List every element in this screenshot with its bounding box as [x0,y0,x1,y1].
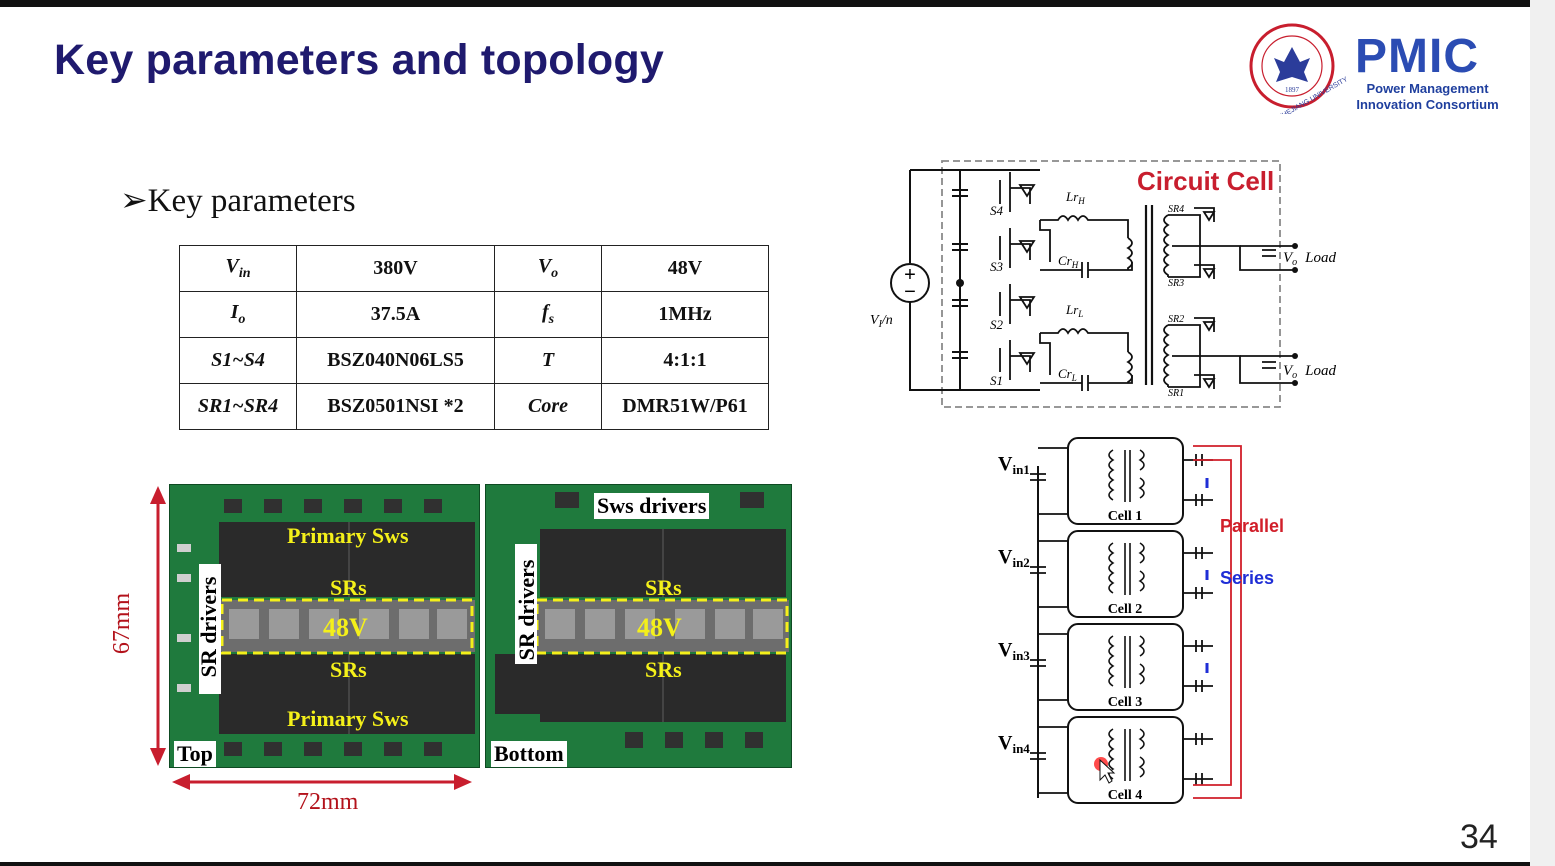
parallel-bus-inner [1193,459,1232,786]
top-48v-label: 48V [323,613,368,642]
param-name: T [494,337,602,384]
param-name: S1~S4 [179,337,297,384]
top-frame-bar [0,0,1530,7]
cell-label: Cell 4 [1108,788,1143,803]
switch-s3-label: S3 [990,259,1004,274]
top-srs-label-lower: SRs [330,657,367,682]
parallel-bus-outer [1193,445,1242,799]
output-capacitor [1183,547,1213,599]
param-name: Io [179,291,297,338]
top-primary-sws-label-upper: Primary Sws [287,523,409,548]
width-dimension: 72mm [297,789,359,815]
right-scroll-gutter [1530,0,1555,866]
svg-text:−: − [904,281,916,303]
bottom-48v-label: 48V [637,613,682,642]
circuit-cell-title: Circuit Cell [1137,166,1274,196]
param-name: fs [494,291,602,338]
lrh-label: LrH [1065,189,1085,206]
voltage-source-icon [890,263,930,303]
series-label: Series [1220,568,1274,588]
sr4-label: SR4 [1168,204,1184,215]
param-value: BSZ0501NSI *2 [296,383,495,430]
input-capacitor [1030,447,1068,515]
transformer-icon [1108,542,1145,595]
cell-label: Cell 1 [1108,509,1143,524]
input-voltage-label: Vin2 [998,546,1030,570]
top-tag: Top [174,741,216,767]
crh-label: CrH [1058,253,1079,270]
pmic-subtitle-line1: Power Management [1366,81,1489,96]
pmic-subtitle: Power Management Innovation Consortium [1355,81,1500,113]
bottom-frame-bar [0,862,1530,866]
input-voltage-label: Vin4 [998,732,1030,756]
param-name: SR1~SR4 [179,383,297,430]
switch-s4-label: S4 [990,203,1004,218]
input-voltage-label: Vin1 [998,453,1030,477]
system-cell: Cell 1 Vin1 [998,437,1213,525]
logo-area: 1897 ZHEJIANG UNIVERSITY PMIC [1248,22,1508,121]
sr3-label: SR3 [1168,278,1184,289]
input-voltage-label: Vin3 [998,639,1030,663]
param-value: DMR51W/P61 [601,383,769,430]
circuit-cell-boundary [941,160,1281,408]
bottom-srs-label-lower: SRs [645,657,682,682]
pcb-bottom-photo [485,484,792,768]
mouse-pointer-icon [1099,758,1116,784]
param-value: BSZ040N06LS5 [296,337,495,384]
param-value: 1MHz [601,291,769,338]
bottom-srs-label-upper: SRs [645,575,682,600]
bottom-tag: Bottom [491,741,567,767]
transformer-icon [1108,449,1145,502]
sr1-label: SR1 [1168,388,1184,399]
switch-s2-label: S2 [990,317,1004,332]
output-capacitor [1183,640,1213,692]
input-capacitor [1030,726,1068,794]
seal-year: 1897 [1285,86,1300,94]
pmic-logo-text: PMIC [1355,30,1479,83]
lrl-label: LrL [1065,302,1083,319]
pmic-subtitle-line2: Innovation Consortium [1356,97,1499,112]
page-number: 34 [1460,818,1498,856]
system-cell: Cell 2 Vin2 [998,530,1213,618]
top-srs-label-upper: SRs [330,575,367,600]
crl-label: CrL [1058,366,1077,383]
param-name: Vo [494,245,602,292]
svg-text:+: + [904,264,916,286]
switch-s1-label: S1 [990,373,1003,388]
param-value: 37.5A [296,291,495,338]
transformer-icon [1108,635,1145,688]
sr2-label: SR2 [1168,314,1184,325]
cell-label: Cell 2 [1108,602,1143,617]
param-name: Vin [179,245,297,292]
source-label: VI/n [870,313,893,330]
bottom-sws-drivers-label: Sws drivers [594,493,710,519]
top-primary-sws-label-lower: Primary Sws [287,706,409,731]
input-capacitor [1030,633,1068,701]
university-seal-logo: 1897 ZHEJIANG UNIVERSITY PMIC [1249,23,1479,121]
system-cell: Cell 3 Vin3 [998,623,1213,711]
transformer-icon [1108,728,1145,781]
parallel-label: Parallel [1220,516,1284,536]
pcb-top-photo [169,484,480,768]
output-capacitor [1183,733,1213,785]
slide-title: Key parameters and topology [54,36,664,84]
cell-label: Cell 3 [1108,695,1143,710]
key-parameters-heading: ➢Key parameters [120,183,356,219]
system-cell: Cell 4 Vin4 [998,716,1213,804]
input-capacitor [1030,540,1068,608]
